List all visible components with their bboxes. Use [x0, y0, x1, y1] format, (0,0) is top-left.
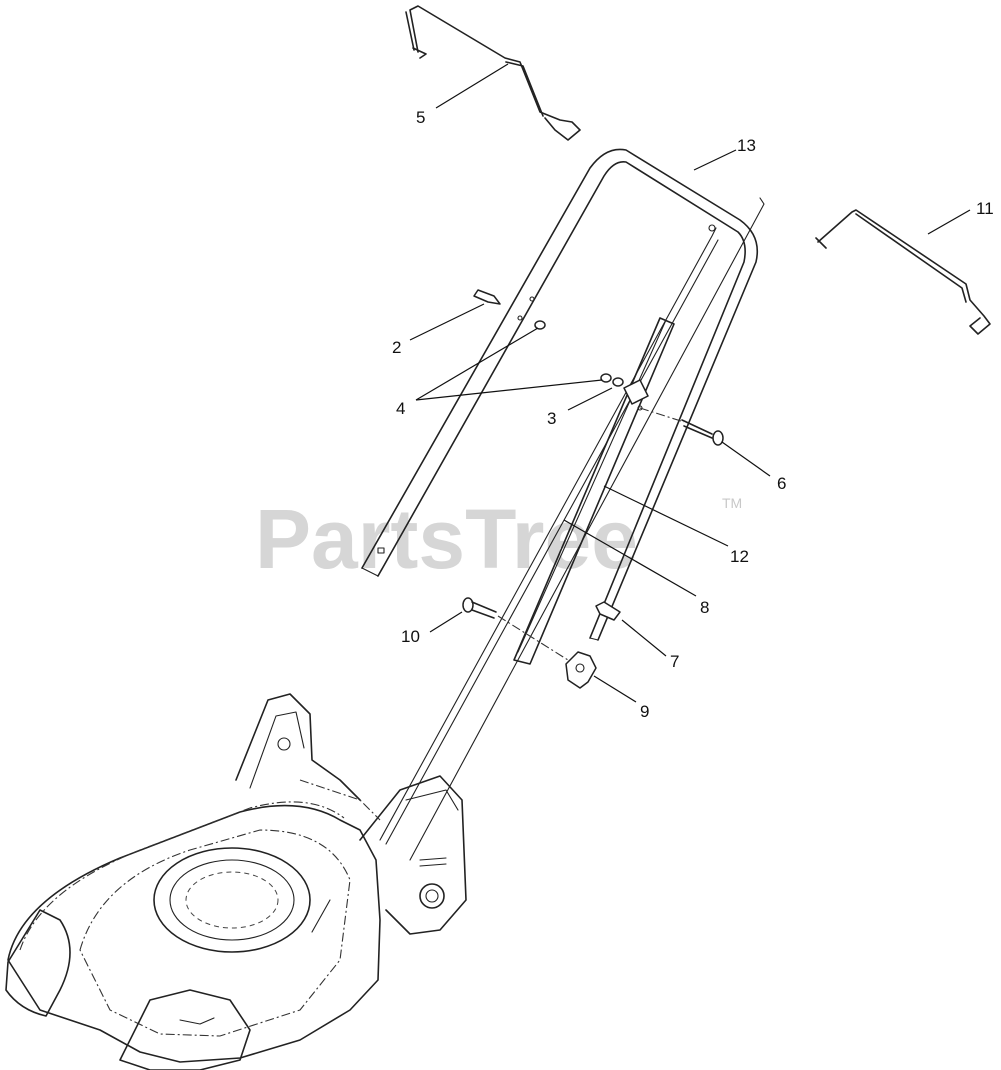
- handle-knob-part-9[interactable]: [565, 651, 597, 689]
- callout-11: 11: [976, 199, 994, 218]
- callout-9: 9: [640, 702, 649, 721]
- callout-10: 10: [401, 627, 420, 646]
- watermark-text: PartsTree: [255, 492, 638, 586]
- control-cable-part-8[interactable]: [379, 197, 765, 861]
- bolt-part-6[interactable]: [639, 407, 724, 446]
- callout-6: 6: [777, 474, 786, 493]
- callout-8: 8: [700, 598, 709, 617]
- callout-2: 2: [392, 338, 401, 357]
- callout-4: 4: [396, 399, 405, 418]
- nut-part-4[interactable]: [534, 320, 612, 383]
- callout-labels: 5 13 11 2 4 3 6 12 8 10 7 9: [392, 108, 994, 721]
- upper-handle-part-13[interactable]: [361, 148, 759, 641]
- watermark-trademark: TM: [722, 495, 742, 511]
- callout-5: 5: [416, 108, 425, 127]
- watermark: PartsTree TM: [255, 492, 742, 586]
- callout-3: 3: [547, 409, 556, 428]
- mower-deck: [5, 693, 467, 1070]
- bolt-part-10[interactable]: [462, 597, 569, 661]
- bushing-part-7[interactable]: [595, 601, 621, 621]
- cable-guide-part-3[interactable]: [612, 377, 649, 405]
- callout-13: 13: [737, 136, 756, 155]
- cable-clip-part-2[interactable]: [473, 289, 501, 305]
- lower-handle-part-12[interactable]: [513, 317, 675, 665]
- callout-12: 12: [730, 547, 749, 566]
- bail-bar-part-5[interactable]: [405, 5, 581, 141]
- bail-wire-part-11[interactable]: [815, 209, 991, 335]
- leader-lines: [409, 63, 971, 703]
- callout-7: 7: [670, 652, 679, 671]
